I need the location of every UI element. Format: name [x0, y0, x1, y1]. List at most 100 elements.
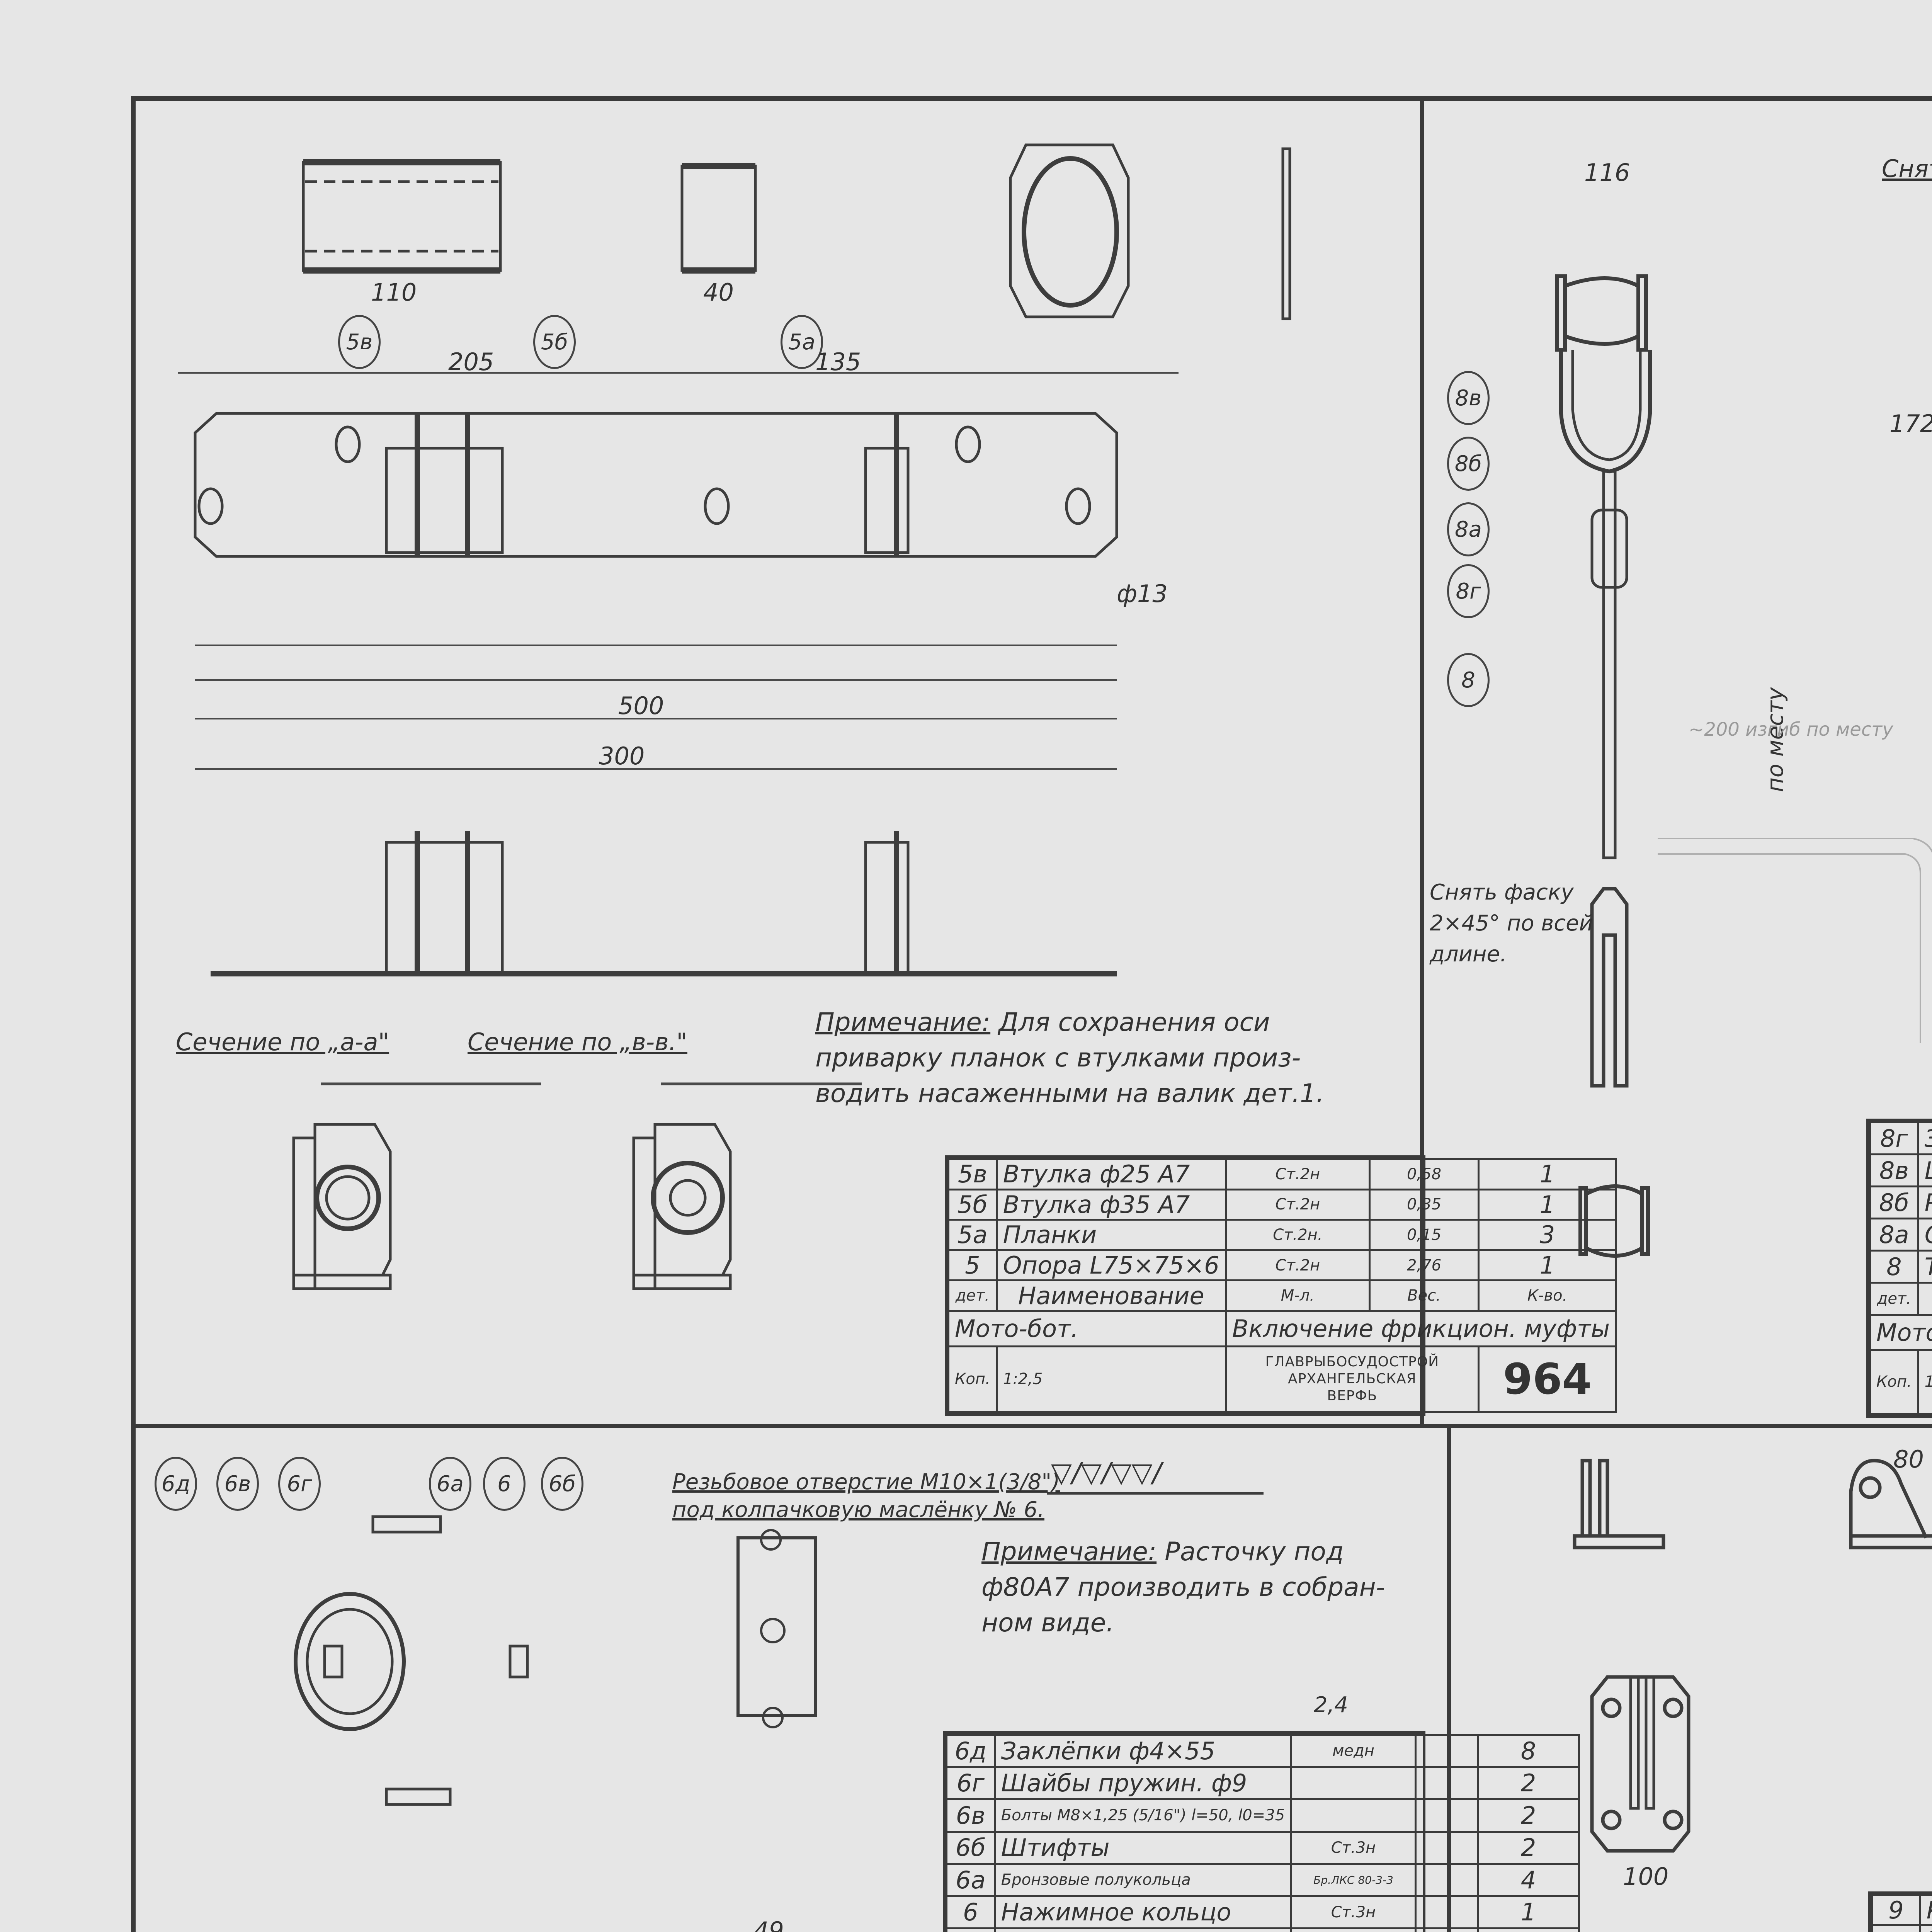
bom-cell: [1414, 1863, 1479, 1897]
dim-100: 100: [1623, 1862, 1669, 1891]
dim-116: 116: [1584, 158, 1630, 187]
dim-172: 172: [1889, 410, 1932, 438]
bom-cell: 4: [1476, 1863, 1580, 1897]
bom-cell: 0,15: [1369, 1219, 1480, 1251]
bom-cell: 8а: [1869, 1218, 1919, 1252]
bom-cell: Болты М8×1,25 (5/16") l=50, l0=35: [993, 1798, 1293, 1833]
bom-cell: Штифты: [993, 1830, 1293, 1865]
koltso-note-title: Примечание:: [981, 1537, 1157, 1566]
thread-note-line-1: Резьбовое отверстие М10×1(3/8"): [672, 1469, 1060, 1495]
tyaga-note-chamfers: Снять фаски 2×45°: [1882, 155, 1932, 183]
bom-header: дет.: [1869, 1282, 1919, 1316]
tb-number: 964: [1477, 1345, 1617, 1413]
bom-cell: Шайбы пружин. ф9: [993, 1766, 1293, 1801]
bom-cell: медн: [1290, 1734, 1417, 1768]
bom-cell: Ст.3н: [1290, 1830, 1417, 1865]
balloon-8b: 8б: [1447, 437, 1490, 491]
bom-cell: 8: [1476, 1734, 1580, 1768]
balloon-8g: 8г: [1447, 564, 1490, 618]
bom-cell: Втулка ф35 А7: [995, 1188, 1227, 1221]
bom-header: К-во.: [1477, 1279, 1617, 1312]
bom-cell: Опора L75×75×6: [995, 1249, 1227, 1282]
bom-cell: 5в: [947, 1158, 998, 1190]
bom-cell: Бронзовые полукольца: [993, 1863, 1293, 1897]
bom-cell: 1: [1477, 1158, 1617, 1190]
opora-note: Примечание: Для сохранения оси приварку …: [815, 1005, 1403, 1111]
koltso-note-line-3: ном виде.: [981, 1608, 1114, 1638]
bom-cell: Ручка: [1917, 1185, 1932, 1220]
bom-cell: 1: [1477, 1188, 1617, 1221]
bom-header: дет.: [947, 1279, 998, 1312]
bom-cell: [1290, 1798, 1417, 1833]
bom-cell: 1: [1477, 1249, 1617, 1282]
opora-note-line-3: водить насаженными на валик дет.1.: [815, 1078, 1325, 1108]
balloon-5v: 5в: [338, 315, 381, 369]
bom-header: Вес.: [1369, 1279, 1480, 1312]
section-label-a: Сечение по „а-а": [176, 1028, 389, 1056]
koltso-note-line-1: Расточку под: [1165, 1537, 1344, 1566]
tb-cop: Коп.: [1869, 1349, 1919, 1415]
bom-cell: 5б: [947, 1188, 998, 1221]
balloon-5b: 5б: [533, 315, 576, 369]
bom-cell: 2: [1476, 1798, 1580, 1833]
bom-cell: 6д: [946, 1734, 996, 1768]
opora-note-line-1: Для сохранения оси: [998, 1007, 1270, 1037]
balloon-6b: 6б: [541, 1457, 583, 1511]
bom-cell: Ст.2н: [1225, 1188, 1371, 1221]
section-label-b: Сечение по „в-в.": [468, 1028, 687, 1056]
dim-49: 49: [753, 1917, 784, 1932]
kronshtein-bom: 9КронштейнСт.2н1,11 дет.НаименованиеМ-лВ…: [1868, 1891, 1932, 1932]
bom-cell: 5: [947, 1249, 998, 1282]
bom-cell: 8г: [1869, 1121, 1919, 1156]
bom-header: М-л.: [1225, 1279, 1371, 1312]
bom-cell: 6а: [946, 1863, 996, 1897]
bom-cell: 2: [1476, 1766, 1580, 1801]
dim-80: 80: [1893, 1445, 1924, 1473]
bom-cell: 6: [946, 1895, 996, 1930]
bom-cell: 9: [1871, 1894, 1921, 1926]
bom-cell: [1414, 1798, 1479, 1833]
bom-cell: [1290, 1766, 1417, 1801]
bom-cell: Штырь: [1917, 1153, 1932, 1188]
bom-cell: Ст.2н: [1225, 1158, 1371, 1190]
bom-cell: [1414, 1734, 1479, 1768]
tyaga-note-chamfer-length: Снять фаску 2×45° по всей длине.: [1430, 880, 1593, 967]
bom-header: М-л.: [1290, 1927, 1417, 1932]
dim-110-bushing: 110: [371, 278, 417, 306]
bom-cell: Ст.3н: [1290, 1895, 1417, 1930]
bom-cell: Ст.2н: [1225, 1249, 1371, 1282]
bom-cell: Нажимное кольцо: [993, 1895, 1293, 1930]
dim-phi13: ф13: [1117, 580, 1168, 608]
balloon-5a: 5а: [781, 315, 823, 369]
bom-header: дет.: [1871, 1924, 1921, 1932]
balloon-8a: 8а: [1447, 502, 1490, 556]
tb-product: Мото-бот: [1869, 1314, 1932, 1351]
tb-name: Включение фрикцион. муфты: [1225, 1310, 1617, 1347]
bom-cell: Тяга включения: [1917, 1250, 1932, 1284]
koltso-note: Примечание: Расточку под ф80А7 производи…: [981, 1534, 1426, 1641]
koltso-drawing: [294, 1515, 817, 1806]
bom-cell: 6г: [946, 1766, 996, 1801]
bom-header: Наименование: [995, 1279, 1227, 1312]
bom-cell: 0,58: [1369, 1158, 1480, 1190]
tyaga-note-bend: ~200 изгиб по месту: [1689, 719, 1893, 740]
bom-header: Наименование: [1917, 1282, 1932, 1316]
tyaga-bom: 8гЗаклёпкиСт.2н2 8вШтырьСт.3н1 8бРучкаду…: [1866, 1119, 1932, 1418]
balloon-6: 6: [483, 1457, 526, 1511]
opora-note-title: Примечание:: [815, 1007, 991, 1037]
bom-header: Вес.: [1414, 1927, 1479, 1932]
tb-product: Мото-бот.: [947, 1310, 1227, 1347]
bom-cell: [1414, 1895, 1479, 1930]
bom-cell: 5а: [947, 1219, 998, 1251]
bom-cell: 2,76: [1369, 1249, 1480, 1282]
bom-cell: Бр.ЛКС 80-3-3: [1290, 1863, 1417, 1897]
koltso-roughness: ▽/▽/▽▽/: [1051, 1457, 1162, 1488]
thread-note-line-2: под колпачковую маслёнку № 6.: [672, 1497, 1044, 1522]
kronshtein-drawing: [1573, 1459, 1932, 1853]
bom-cell: Втулка ф25 А7: [995, 1158, 1227, 1190]
dim-500: 500: [618, 692, 664, 720]
